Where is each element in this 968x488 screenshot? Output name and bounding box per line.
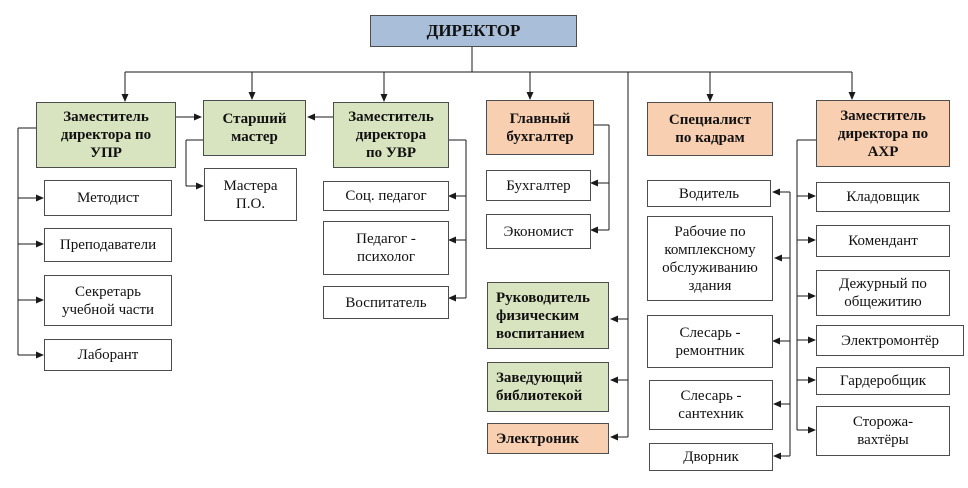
methodist-box: Методист [44, 180, 172, 216]
watchmen-box: Сторожа- вахтёры [816, 406, 950, 456]
lab-assistant-box: Лаборант [44, 339, 172, 371]
senior-master-box: Старший мастер [203, 100, 306, 156]
maintenance-workers-box: Рабочие по комплексному обслуживанию зда… [647, 216, 773, 301]
chief-accountant-box: Главный бухгалтер [486, 100, 594, 155]
janitor-box: Дворник [649, 443, 773, 471]
electrician-box: Электромонтёр [816, 325, 964, 356]
educator-box: Воспитатель [323, 286, 449, 319]
pe-head-box: Руководитель физическим воспитанием [487, 282, 609, 349]
cloakroom-box: Гардеробщик [816, 367, 950, 395]
social-pedagog-box: Соц. педагог [323, 181, 449, 211]
dorm-duty-box: Дежурный по общежитию [816, 270, 950, 316]
electronic-box: Электроник [487, 423, 609, 454]
commandant-box: Комендант [816, 225, 950, 257]
storekeeper-box: Кладовщик [816, 182, 950, 212]
locksmith-repair-box: Слесарь - ремонтник [647, 315, 773, 368]
deputy-upr-box: Заместитель директора по УПР [36, 102, 176, 168]
locksmith-plumber-box: Слесарь - сантехник [649, 380, 773, 430]
secretary-box: Секретарь учебной части [44, 275, 172, 326]
accountant-box: Бухгалтер [486, 170, 591, 201]
masters-po-box: Мастера П.О. [204, 168, 297, 221]
library-head-box: Заведующий библиотекой [487, 362, 609, 412]
driver-box: Водитель [647, 180, 771, 207]
teachers-box: Преподаватели [44, 228, 172, 262]
economist-box: Экономист [486, 214, 591, 249]
pedagog-psychologist-box: Педагог - психолог [323, 221, 449, 275]
deputy-ahr-box: Заместитель директора по АХР [816, 100, 950, 167]
deputy-uvr-box: Заместитель директора по УВР [333, 102, 449, 168]
hr-specialist-box: Специалист по кадрам [647, 102, 773, 156]
director-box: ДИРЕКТОР [370, 15, 577, 47]
